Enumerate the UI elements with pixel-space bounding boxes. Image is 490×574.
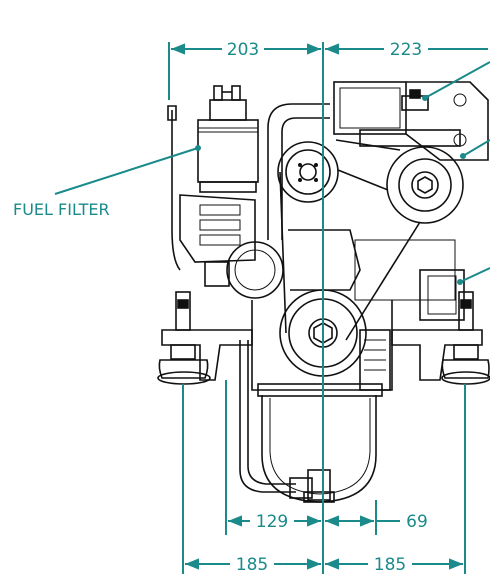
dimension-top-left: 203 [171, 40, 321, 60]
dimension-mid-left-label: 129 [256, 512, 288, 532]
dimension-mid-left: 129 [228, 512, 321, 532]
dimension-mid-right: 69 [325, 512, 428, 532]
dimension-top-left-label: 203 [227, 40, 259, 60]
dimension-bottom-right-label: 185 [374, 555, 406, 574]
fuel-filter-callout: FUEL FILTER [13, 145, 201, 219]
water-pump-pulley [277, 141, 339, 203]
alternator [359, 129, 464, 224]
dimension-mid-right-label: 69 [406, 512, 428, 532]
dimension-top-right-label: 223 [390, 40, 422, 60]
dimension-bottom-left-label: 185 [236, 555, 268, 574]
left-engine-mount [157, 291, 211, 385]
dimension-bottom-left: 185 [185, 555, 321, 574]
dimension-bottom-right: 185 [325, 555, 463, 574]
fuel-filter [179, 85, 259, 263]
fuel-filter-label: FUEL FILTER [13, 200, 110, 219]
right-leader-lines [422, 61, 490, 285]
dimension-top-right: 223 [325, 40, 488, 60]
